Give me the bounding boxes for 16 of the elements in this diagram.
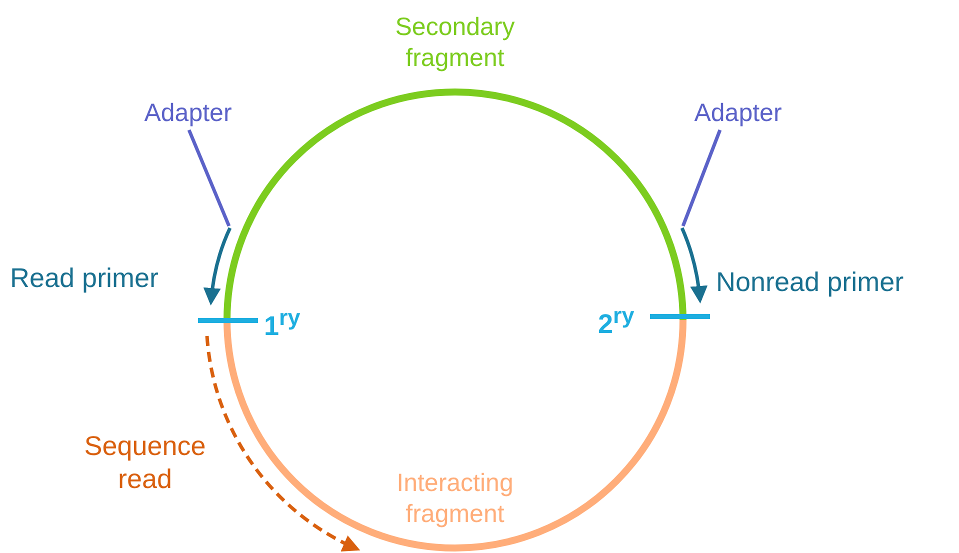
edge-label: Secondary fragment — [394, 12, 516, 74]
leader-line — [681, 129, 722, 227]
interacting-fragment-arc — [224, 320, 686, 552]
edge-label: Sequence read — [83, 430, 207, 496]
arrow — [680, 227, 708, 304]
leader-line — [187, 129, 231, 227]
dashed-arrow — [205, 336, 360, 551]
edge-label: Read primer — [10, 262, 160, 295]
edge-label: Nonread primer — [716, 266, 905, 299]
adapter-label: Adapter — [678, 98, 798, 130]
adapter-label: Adapter — [128, 98, 248, 130]
site-label: 1$^{ry}$ — [264, 304, 300, 342]
site-label: 2$^{ry}$ — [598, 302, 634, 340]
arrow — [204, 227, 232, 306]
secondary-fragment-arc — [224, 88, 686, 320]
edge-label: Interacting fragment — [396, 468, 514, 530]
